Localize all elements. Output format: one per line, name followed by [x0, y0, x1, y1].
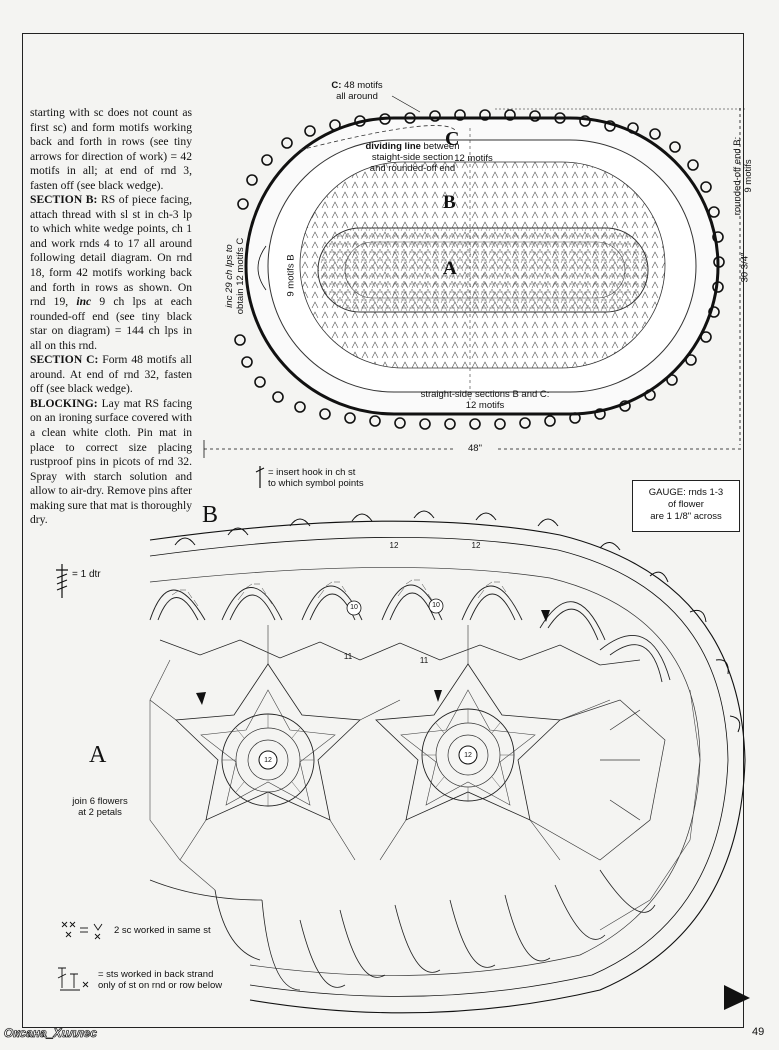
schematic-letter-c: C: [445, 128, 460, 150]
section-b-para: SECTION B: RS of piece facing, attach th…: [30, 193, 192, 352]
detail-letter-b: B: [202, 502, 219, 528]
right-partial-motif: [529, 699, 666, 861]
page-number: 49: [752, 1026, 765, 1038]
flower-motif-2: [375, 625, 611, 861]
round-12-label-a: 12: [389, 541, 399, 550]
dtr-legend: = 1 dtr: [72, 569, 101, 580]
rounded-end-label: rounded-off end B:9 motifs: [732, 136, 754, 216]
watermark-text: Оксана_Хиллес: [4, 1026, 98, 1041]
instructions-para-1: starting with sc does not count as first…: [30, 106, 192, 192]
schematic-letter-b: B: [443, 192, 456, 213]
back-strand-symbol: [57, 967, 89, 988]
flower-1-center-label: 12: [264, 757, 272, 764]
black-wedge-marker-1: [196, 692, 206, 705]
black-wedge-marker-2: [434, 690, 442, 702]
insert-hook-symbol: [255, 466, 265, 488]
flower-2-center-label: 12: [464, 752, 472, 759]
twelve-motifs-label: 12 motifs: [454, 153, 493, 164]
round-11-label-a: 11: [343, 652, 353, 661]
straight-side-label: straight-side sections B and C:12 motifs: [420, 389, 550, 411]
flower-motif-1: [149, 625, 401, 861]
sc-same-st-legend: 2 sc worked in same st: [114, 925, 211, 936]
legend-symbols: [56, 466, 265, 991]
instructions-text: starting with sc does not count as first…: [30, 106, 192, 528]
detail-letter-a: A: [89, 742, 107, 768]
blocking-heading: BLOCKING:: [30, 396, 98, 410]
height-dimension: 30 3/4": [739, 252, 751, 283]
sc-symbol-left: [61, 921, 76, 938]
section-b-heading: SECTION B:: [30, 193, 98, 207]
round-11-label-b: 11: [419, 656, 429, 665]
round-10-label-a: 10: [350, 604, 358, 611]
stitch-detail-diagram: [149, 510, 750, 1014]
blocking-para: BLOCKING: Lay mat RS facing on an ironin…: [30, 396, 192, 527]
outer-picots: [234, 109, 725, 430]
lower-loops: [149, 869, 656, 991]
section-c-heading: SECTION C:: [30, 353, 99, 367]
gauge-box: GAUGE: rnds 1-3 of flower are 1 1/8" acr…: [632, 480, 740, 532]
round-10-label-b: 10: [432, 602, 440, 609]
next-page-arrow: [724, 985, 750, 1010]
section-c-para: SECTION C: Form 48 motifs all around. At…: [30, 353, 193, 396]
dtr-symbol: [56, 564, 68, 598]
round-12-label-b: 12: [471, 541, 481, 550]
sc-symbol-right: [93, 923, 103, 940]
black-wedge-marker-3: [541, 610, 550, 622]
nine-motifs-label: 9 motifs B: [285, 254, 297, 297]
schematic-letter-a: A: [443, 258, 457, 279]
width-dimension: 48": [455, 443, 495, 454]
page-frame: [22, 33, 744, 1028]
oval-schematic: [203, 95, 745, 458]
